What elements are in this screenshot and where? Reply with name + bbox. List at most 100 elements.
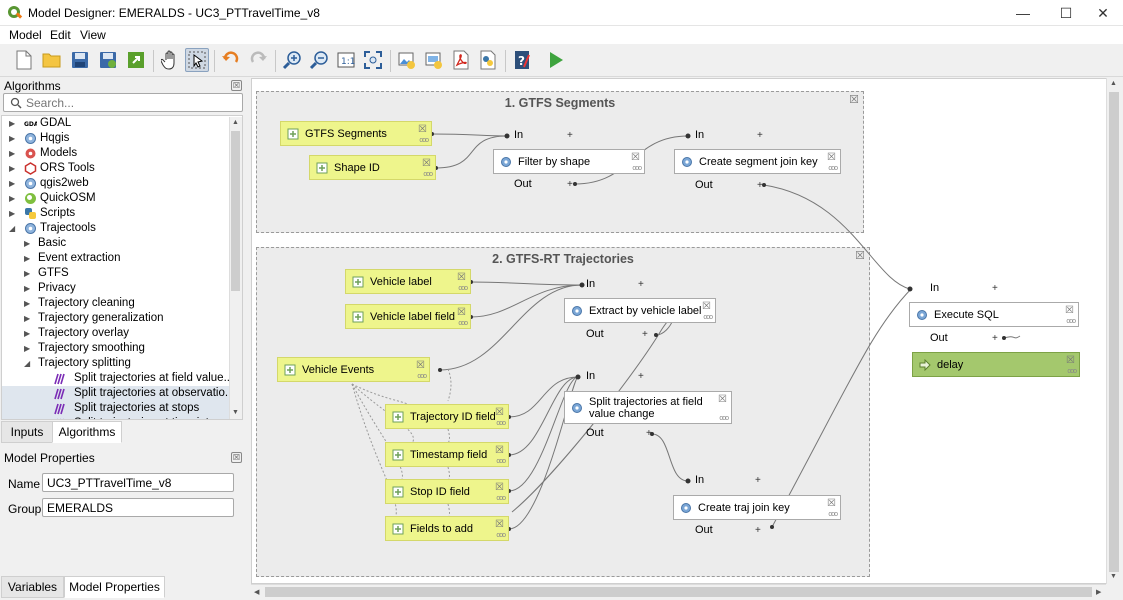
tree-item[interactable]: ▶Privacy	[2, 281, 242, 296]
dock-close-button[interactable]: ☒	[231, 80, 242, 91]
node-dots-icon[interactable]: ooo	[1067, 368, 1077, 375]
tree-item[interactable]: ▶Basic	[2, 236, 242, 251]
expand-arrow-icon[interactable]: ▶	[9, 134, 16, 143]
open-model-button[interactable]	[40, 48, 64, 72]
algo-execute-sql[interactable]: Execute SQL ☒ooo	[909, 302, 1079, 327]
select-button[interactable]	[185, 48, 209, 72]
node-close-icon[interactable]: ☒	[495, 519, 504, 530]
tree-item[interactable]: ▶Event extraction	[2, 251, 242, 266]
node-dots-icon[interactable]: ooo	[496, 532, 506, 539]
minimize-button[interactable]: —	[1000, 0, 1046, 26]
expand-arrow-icon[interactable]: ▶	[9, 119, 16, 128]
export-python-button[interactable]	[476, 48, 500, 72]
tab-variables[interactable]: Variables	[1, 576, 64, 598]
node-dots-icon[interactable]: ooo	[719, 415, 729, 422]
node-dots-icon[interactable]: ooo	[1066, 318, 1076, 325]
algo-filter-by-shape[interactable]: Filter by shape ☒ooo	[493, 149, 645, 174]
menu-model[interactable]: Model	[9, 28, 42, 42]
add-port-icon[interactable]: +	[757, 180, 763, 191]
model-name-field[interactable]: UC3_PTTravelTime_v8	[42, 473, 234, 492]
scroll-thumb[interactable]	[1109, 92, 1119, 572]
zoom-out-button[interactable]	[307, 48, 331, 72]
tree-item[interactable]: ▶qgis2web	[2, 176, 242, 191]
maximize-button[interactable]: ☐	[1043, 0, 1089, 26]
node-close-icon[interactable]: ☒	[827, 152, 836, 163]
tree-item[interactable]: Split trajectories at stops	[2, 401, 242, 416]
input-stop-id-field[interactable]: Stop ID field ☒ooo	[385, 479, 509, 504]
tree-item[interactable]: Split trajectories at field value...	[2, 371, 242, 386]
export-svg-button[interactable]	[422, 48, 446, 72]
node-dots-icon[interactable]: ooo	[703, 314, 713, 321]
algorithm-search-input[interactable]: Search...	[3, 93, 243, 112]
collapse-arrow-icon[interactable]: ◢	[24, 359, 31, 368]
add-port-icon[interactable]: +	[638, 279, 644, 290]
node-close-icon[interactable]: ☒	[1066, 355, 1075, 366]
node-close-icon[interactable]: ☒	[1065, 305, 1074, 316]
expand-arrow-icon[interactable]: ▶	[24, 314, 31, 323]
expand-arrow-icon[interactable]: ▶	[24, 299, 31, 308]
save-model-button[interactable]	[68, 48, 92, 72]
add-port-icon[interactable]: +	[638, 371, 644, 382]
add-port-icon[interactable]: +	[567, 179, 573, 190]
node-close-icon[interactable]: ☒	[495, 445, 504, 456]
node-dots-icon[interactable]: ooo	[496, 495, 506, 502]
input-vehicle-events[interactable]: Vehicle Events ☒ooo	[277, 357, 430, 382]
expand-arrow-icon[interactable]: ▶	[24, 239, 31, 248]
expand-arrow-icon[interactable]: ▶	[9, 179, 16, 188]
add-port-icon[interactable]: +	[567, 130, 573, 141]
new-model-button[interactable]	[12, 48, 36, 72]
node-close-icon[interactable]: ☒	[631, 152, 640, 163]
tree-item[interactable]: ◢Trajectory splitting	[2, 356, 242, 371]
model-canvas[interactable]: 1. GTFS Segments ☒ 2. GTFS-RT Trajectori…	[251, 78, 1121, 584]
tree-item[interactable]: ▶Trajectory overlay	[2, 326, 242, 341]
node-close-icon[interactable]: ☒	[422, 158, 431, 169]
export-pdf-button[interactable]	[449, 48, 473, 72]
pan-button[interactable]	[158, 48, 182, 72]
node-close-icon[interactable]: ☒	[416, 360, 425, 371]
canvas-horizontal-scrollbar[interactable]: ◀ ▶	[251, 584, 1106, 599]
zoom-actual-button[interactable]: 1:1	[334, 48, 358, 72]
expand-arrow-icon[interactable]: ▶	[9, 164, 16, 173]
expand-arrow-icon[interactable]: ▶	[24, 284, 31, 293]
add-port-icon[interactable]: +	[646, 428, 652, 439]
input-timestamp-field[interactable]: Timestamp field ☒ooo	[385, 442, 509, 467]
node-dots-icon[interactable]: ooo	[419, 137, 429, 144]
algo-split-trajectories-field-value-change[interactable]: Split trajectories at field value change…	[564, 391, 732, 424]
algo-create-traj-join-key[interactable]: Create traj join key ☒ooo	[673, 495, 841, 520]
group-close-icon[interactable]: ☒	[855, 250, 865, 262]
add-port-icon[interactable]: +	[755, 525, 761, 536]
tree-item[interactable]: ▶Scripts	[2, 206, 242, 221]
expand-arrow-icon[interactable]: ▶	[24, 254, 31, 263]
algo-create-segment-join-key[interactable]: Create segment join key ☒ooo	[674, 149, 841, 174]
tree-item[interactable]: ▶QuickOSM	[2, 191, 242, 206]
node-close-icon[interactable]: ☒	[495, 407, 504, 418]
tree-item[interactable]: ▶Hqgis	[2, 131, 242, 146]
tree-item[interactable]: Split trajectories at time interv...	[2, 416, 242, 419]
tree-item[interactable]: ▶ORS Tools	[2, 161, 242, 176]
node-close-icon[interactable]: ☒	[702, 301, 711, 312]
add-port-icon[interactable]: +	[992, 333, 998, 344]
tree-scroll-thumb[interactable]	[231, 131, 240, 291]
group-close-icon[interactable]: ☒	[849, 94, 859, 106]
tree-item[interactable]: ▶Models	[2, 146, 242, 161]
node-dots-icon[interactable]: ooo	[496, 420, 506, 427]
node-close-icon[interactable]: ☒	[495, 482, 504, 493]
add-port-icon[interactable]: +	[755, 475, 761, 486]
algo-extract-by-vehicle-label[interactable]: Extract by vehicle label ☒ooo	[564, 298, 716, 323]
node-dots-icon[interactable]: ooo	[632, 165, 642, 172]
properties-close-button[interactable]: ☒	[231, 452, 242, 463]
expand-arrow-icon[interactable]: ▶	[9, 149, 16, 158]
node-close-icon[interactable]: ☒	[457, 307, 466, 318]
output-delay[interactable]: delay ☒ooo	[912, 352, 1080, 377]
save-as-button[interactable]	[96, 48, 120, 72]
run-model-button[interactable]	[544, 48, 568, 72]
add-port-icon[interactable]: +	[642, 329, 648, 340]
node-close-icon[interactable]: ☒	[418, 124, 427, 135]
node-dots-icon[interactable]: ooo	[417, 373, 427, 380]
tab-algorithms[interactable]: Algorithms	[52, 421, 122, 443]
tab-inputs[interactable]: Inputs	[1, 421, 53, 443]
node-dots-icon[interactable]: ooo	[496, 458, 506, 465]
tree-item[interactable]: ▶Trajectory generalization	[2, 311, 242, 326]
input-gtfs-segments[interactable]: GTFS Segments ☒ooo	[280, 121, 432, 146]
group-box-gtfs-rt-trajectories[interactable]: 2. GTFS-RT Trajectories ☒	[256, 247, 870, 577]
